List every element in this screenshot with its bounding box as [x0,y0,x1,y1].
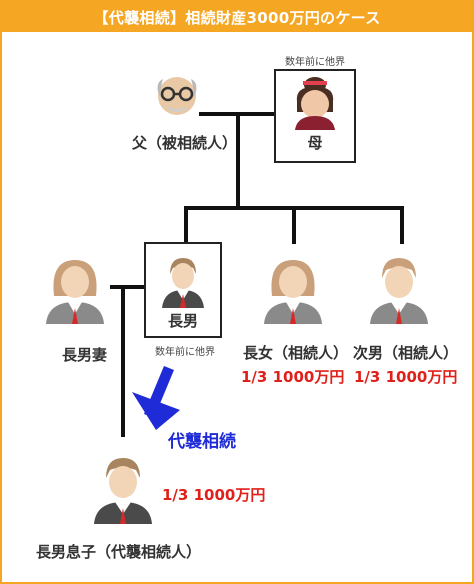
grandmother-icon [295,77,335,130]
diagram-title: 【代襲相続】相続財産3000万円のケース [2,2,472,32]
child-drop-eldest-son [184,206,188,244]
marriage-link-line [110,285,144,289]
mother-note: 数年前に他界 [285,57,345,68]
second-son-label: 次男（相続人） [353,344,459,362]
child-drop-second-son [400,206,404,244]
eldest-son-node: 長男 [144,254,222,331]
mother-box [274,69,356,163]
eldest-son-label: 長男 [167,312,198,330]
grandson-share: 1/3 1000万円 [162,486,266,504]
grandson-drop-line [121,285,125,437]
second-son-node [366,252,446,324]
man-icon [162,258,204,308]
grandson-label: 長男息子（代襲相続人） [36,543,202,561]
grandson-node [90,452,170,524]
man-icon [370,258,428,324]
father-label: 父（被相続人） [132,134,238,152]
eldest-daughter-share: 1/3 1000万円 [241,368,345,386]
eldest-son-box [144,242,222,338]
woman-icon [264,260,322,324]
mother-node: 母 [274,72,356,153]
eldest-daughter-node [258,252,368,324]
eldest-son-wife-node: 長男妻 [40,252,120,365]
grandfather-icon [157,77,197,115]
eldest-son-note: 数年前に他界 [155,347,215,358]
daishu-annotation-label: 代襲相続 [168,432,236,452]
boy-icon [94,458,152,524]
eldest-daughter-label: 長女（相続人） [243,344,349,362]
parents-drop-line [236,112,240,208]
child-drop-eldest-daughter [292,206,296,244]
woman-icon [46,260,104,324]
second-son-share: 1/3 1000万円 [354,368,458,386]
father-node: 父（被相続人） [132,70,238,153]
mother-label: 母 [307,134,323,152]
daishu-arrow-icon [132,366,180,430]
eldest-son-wife-label: 長男妻 [62,346,108,364]
